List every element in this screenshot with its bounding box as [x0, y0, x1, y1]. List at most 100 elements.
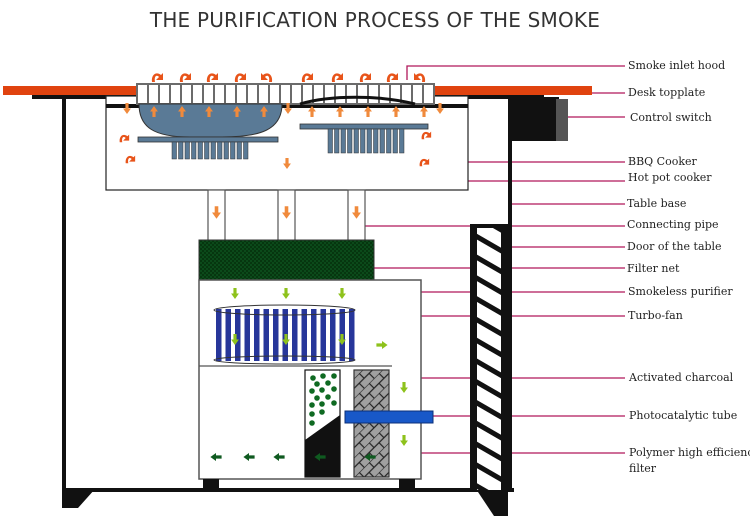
- label-activated-charcoal: Activated charcoal: [629, 371, 734, 384]
- hot-pot-fin: [178, 141, 184, 160]
- hot-pot-fin: [171, 141, 177, 160]
- table-right-wall: [508, 97, 512, 492]
- turbo-fan-blade: [225, 309, 231, 361]
- curl-arrow-icon: [261, 73, 273, 82]
- charcoal-granule: [309, 402, 315, 408]
- leader-smoke-inlet-hood: [406, 65, 625, 80]
- smoke-inlet-hood: [136, 83, 435, 105]
- charcoal-granule: [314, 395, 320, 401]
- hot-pot-fin: [191, 141, 197, 160]
- turbo-fan-blade: [292, 309, 298, 361]
- curl-arrow-icon: [234, 73, 246, 82]
- charcoal-granule: [309, 388, 315, 394]
- hot-pot-fin: [236, 141, 242, 160]
- curl-arrow: [234, 73, 246, 82]
- label-connecting-pipe: Connecting pipe: [627, 218, 719, 231]
- label-turbo-fan: Turbo-fan: [628, 309, 683, 322]
- hot-pot-fin: [197, 141, 203, 160]
- charcoal-granule: [325, 394, 331, 400]
- bbq-fin: [386, 128, 392, 154]
- charcoal-granule: [320, 373, 326, 379]
- table-left-wall: [62, 97, 66, 489]
- label-polymer-filter: Polymer high efficiency: [629, 446, 750, 459]
- hot-pot-fin: [204, 141, 210, 160]
- curl-arrow-icon: [386, 73, 398, 82]
- curl-arrow: [414, 73, 426, 82]
- curl-arrow-icon: [206, 73, 218, 82]
- bbq-fin: [334, 128, 340, 154]
- label-photocatalytic-tube: Photocatalytic tube: [629, 409, 738, 422]
- diagram-title: THE PURIFICATION PROCESS OF THE SMOKE: [149, 8, 601, 32]
- curl-arrow: [359, 73, 371, 82]
- curl-arrow-icon: [414, 73, 426, 82]
- desk-topplate-right: [434, 86, 592, 95]
- curl-arrow: [386, 73, 398, 82]
- turbo-fan-blade: [301, 309, 307, 361]
- desk-topplate: [3, 86, 136, 95]
- label-table-base: Table base: [627, 197, 687, 210]
- filter-net: [198, 239, 375, 281]
- label-control-switch: Control switch: [630, 111, 712, 124]
- curl-arrow-icon: [179, 73, 191, 82]
- hot-pot-cooker: [137, 103, 283, 160]
- curl-arrow: [151, 73, 163, 82]
- label-smokeless-purifier: Smokeless purifier: [628, 285, 733, 298]
- label-hot-pot-cooker: Hot pot cooker: [628, 171, 712, 184]
- charcoal-granule: [331, 386, 337, 392]
- turbo-fan-blade: [244, 309, 250, 361]
- curl-arrow: [206, 73, 218, 82]
- control-switch: [508, 97, 559, 141]
- turbo-fan-blade: [216, 309, 222, 361]
- label-door-of-the-table: Door of the table: [627, 240, 722, 253]
- bbq-fin: [379, 128, 385, 154]
- charcoal-granule: [319, 409, 325, 415]
- curl-arrow-icon: [331, 73, 343, 82]
- charcoal-granule: [331, 400, 337, 406]
- turbo-fan-blade: [320, 309, 326, 361]
- hot-pot-fin: [217, 141, 223, 160]
- turbo-fan-blade: [235, 309, 241, 361]
- charcoal-granule: [331, 373, 337, 379]
- hot-pot-fin: [230, 141, 236, 160]
- turbo-fan-blade: [349, 309, 355, 361]
- curl-arrow-icon: [151, 73, 163, 82]
- bbq-fin: [340, 128, 346, 154]
- charcoal-granule: [309, 411, 315, 417]
- curl-arrow: [261, 73, 273, 82]
- label-bbq-cooker: BBQ Cooker: [628, 155, 697, 168]
- charcoal-granule: [314, 381, 320, 387]
- bbq-fin: [353, 128, 359, 154]
- turbo-fan-blade: [254, 309, 260, 361]
- turbo-fan-blade: [330, 309, 336, 361]
- table-base: [62, 488, 514, 492]
- hot-pot-fin: [184, 141, 190, 160]
- smokeless-purifier: [198, 279, 434, 491]
- bbq-fin: [399, 128, 405, 154]
- bbq-fin: [373, 128, 379, 154]
- label-polymer-filter-line2: filter: [629, 462, 657, 475]
- bbq-fin: [366, 128, 372, 154]
- photocatalytic-tube: [344, 410, 434, 424]
- hot-pot-fin: [243, 141, 249, 160]
- bbq-fin: [327, 128, 333, 154]
- turbo-fan-blade: [263, 309, 269, 361]
- curl-arrow: [179, 73, 191, 82]
- charcoal-granule: [319, 387, 325, 393]
- charcoal-granule: [309, 420, 315, 426]
- bbq-cooker: [299, 95, 429, 154]
- label-desk-topplate: Desk topplate: [628, 86, 706, 99]
- table-structure: [3, 86, 592, 516]
- turbo-fan-blade: [311, 309, 317, 361]
- bbq-fin: [347, 128, 353, 154]
- turbo-fan-blade: [273, 309, 279, 361]
- curl-arrow: [301, 73, 313, 82]
- activated-charcoal: [304, 369, 341, 478]
- hot-pot-fin: [223, 141, 229, 160]
- curl-arrow-icon: [359, 73, 371, 82]
- label-filter-net: Filter net: [627, 262, 680, 275]
- hot-pot-fin: [210, 141, 216, 160]
- bbq-fin: [360, 128, 366, 154]
- charcoal-granule: [325, 380, 331, 386]
- bbq-fin: [392, 128, 398, 154]
